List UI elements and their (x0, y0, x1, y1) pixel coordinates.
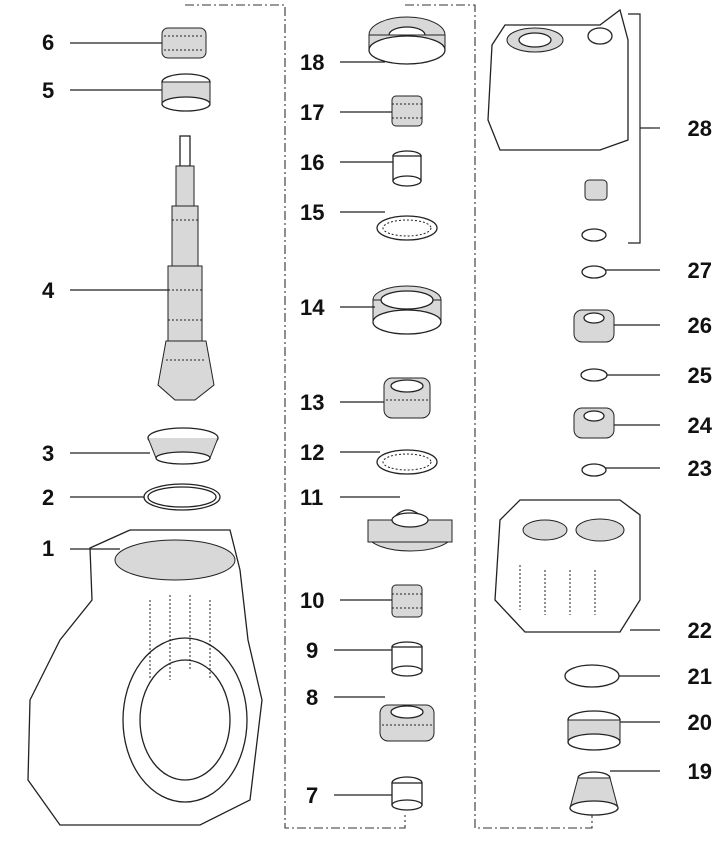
part-15-synchro-ring (376, 215, 438, 241)
callout-number: 10 (300, 588, 324, 613)
bracket-28 (628, 13, 652, 244)
callout-21: 21 (619, 664, 712, 689)
part-26-gear (573, 309, 615, 343)
callout-9: 9 (306, 638, 392, 663)
part-3-seal (147, 427, 219, 465)
part-25-snap-ring (580, 368, 608, 382)
part-6-gear (161, 27, 207, 59)
callout-number: 13 (300, 390, 324, 415)
part-1-housing (27, 529, 263, 826)
callout-number: 19 (688, 759, 712, 784)
callout-number: 12 (300, 440, 324, 465)
callout-number: 22 (688, 618, 712, 643)
callout-number: 11 (300, 485, 323, 510)
part-19-bearing (569, 771, 619, 816)
part-11-gear (367, 509, 453, 552)
part-24-gear (573, 407, 615, 439)
callout-number: 14 (300, 295, 325, 320)
callout-25: 25 (607, 363, 712, 388)
callout-12: 12 (300, 440, 380, 465)
callout-19: 19 (610, 759, 712, 784)
callout-15: 15 (300, 200, 385, 225)
callout-number: 2 (42, 485, 54, 510)
part-8-gear (379, 704, 435, 742)
callout-number: 25 (688, 363, 712, 388)
callout-number: 20 (688, 710, 712, 735)
callout-1: 1 (42, 536, 120, 561)
callout-3: 3 (42, 441, 150, 466)
callout-number: 15 (300, 200, 324, 225)
callout-number: 28 (688, 116, 712, 141)
part-12-synchro-ring (376, 449, 438, 475)
part-17-needle-bearing (391, 95, 423, 127)
callout-6: 6 (42, 30, 162, 55)
part-4-shaft (157, 135, 215, 401)
part-13-hub (383, 377, 431, 419)
callout-number: 8 (306, 685, 318, 710)
callout-20: 20 (620, 710, 712, 735)
part-5-bearing (161, 73, 211, 112)
part-7-bushing (391, 776, 423, 811)
callout-2: 2 (42, 485, 144, 510)
callout-number: 26 (688, 313, 712, 338)
callout-number: 7 (306, 783, 318, 808)
part-16-bushing (392, 150, 422, 187)
callout-11: 11 (300, 485, 400, 510)
callout-number: 24 (688, 413, 713, 438)
part-18-gear (368, 16, 446, 65)
callout-number: 4 (42, 278, 55, 303)
callout-number: 5 (42, 78, 54, 103)
callout-22: 22 (630, 618, 712, 643)
callout-number: 27 (688, 258, 712, 283)
callout-4: 4 (42, 278, 170, 303)
part-22-case (494, 499, 641, 633)
callout-number: 6 (42, 30, 54, 55)
callout-number: 9 (306, 638, 318, 663)
part-20-bearing-race (567, 710, 621, 751)
assembly-line-left (185, 4, 406, 829)
part-2-oring (143, 483, 221, 511)
callout-17: 17 (300, 100, 392, 125)
callout-8: 8 (306, 685, 385, 710)
part-10-needle-bearing (391, 584, 423, 618)
part-27-snap-ring (581, 265, 607, 279)
callout-7: 7 (306, 783, 392, 808)
callout-number: 17 (300, 100, 324, 125)
callout-24: 24 (614, 413, 713, 438)
callout-number: 23 (688, 456, 712, 481)
part-21-oring (564, 664, 620, 688)
callout-27: 27 (606, 258, 712, 283)
callout-10: 10 (300, 588, 392, 613)
callout-23: 23 (606, 456, 712, 481)
callout-5: 5 (42, 78, 162, 103)
callout-26: 26 (614, 313, 712, 338)
callout-number: 3 (42, 441, 54, 466)
part-28-cover (487, 8, 629, 242)
callout-13: 13 (300, 390, 384, 415)
callout-number: 1 (42, 536, 54, 561)
callout-number: 18 (300, 50, 324, 75)
callout-14: 14 (300, 295, 375, 320)
part-9-bushing (391, 641, 423, 677)
part-23-snap-ring (581, 463, 607, 477)
callout-28: 28 (652, 116, 712, 141)
callout-18: 18 (300, 50, 385, 75)
part-14-sleeve (372, 285, 442, 335)
callout-number: 21 (688, 664, 712, 689)
assembly-line-right (405, 4, 593, 829)
callout-number: 16 (300, 150, 324, 175)
callout-16: 16 (300, 150, 393, 175)
